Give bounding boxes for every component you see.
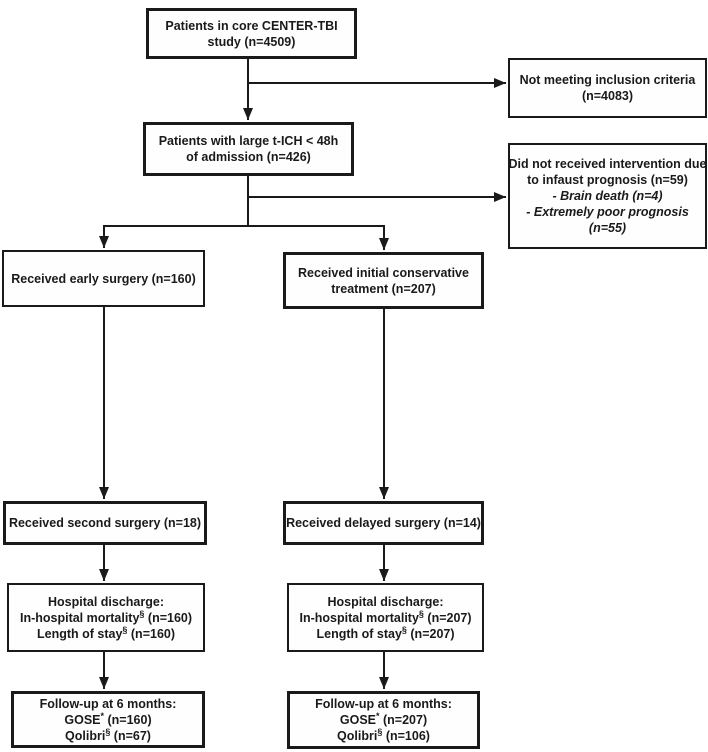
box-text-line: treatment (n=207) (331, 281, 436, 296)
box-not-meeting-criteria: Not meeting inclusion criteria (n=4083) (508, 58, 707, 118)
box-text-line: Received second surgery (n=18) (8, 516, 202, 530)
superscript-marker: § (401, 624, 407, 635)
superscript-marker: § (105, 726, 111, 737)
box-text-line: Received delayed surgery (n=14) (286, 516, 481, 530)
box-second-surgery: Received second surgery (n=18) (3, 501, 207, 545)
box-text-line: GOSE* (n=207) (339, 710, 428, 727)
box-text-line: (n=55) (588, 221, 627, 235)
box-text-line: Follow-up at 6 months: (315, 697, 452, 711)
box-text-line: Not meeting inclusion criteria (519, 73, 696, 87)
superscript-marker: * (100, 710, 105, 721)
box-no-intervention: Did not received intervention due to inf… (508, 143, 707, 249)
box-large-tich: Patients with large t-ICH < 48h of admis… (143, 122, 354, 176)
box-text-line: Qolibri§ (n=106) (337, 726, 430, 743)
superscript-marker: * (376, 710, 380, 721)
box-text-line: of admission (n=426) (186, 150, 311, 164)
box-text-line: Length of stay§ (n=160) (36, 624, 176, 641)
box-followup-left: Follow-up at 6 months: GOSE* (n=160) Qol… (11, 691, 205, 748)
box-text-line: Received initial conservative (298, 265, 469, 280)
box-text-line: Hospital discharge: (327, 594, 444, 609)
box-text-line: Patients with large t-ICH < 48h (158, 134, 339, 148)
box-conservative-treatment: Received initial conservative treatment … (283, 252, 484, 309)
box-text-line: Received early surgery (n=160) (11, 271, 196, 286)
superscript-marker: § (139, 608, 145, 619)
box-text-line: Follow-up at 6 months: (39, 696, 177, 711)
box-text-line: Patients in core CENTER-TBI (165, 18, 338, 33)
box-text-line: Qolibri§ (n=67) (65, 726, 151, 743)
box-discharge-left: Hospital discharge: In-hospital mortalit… (7, 583, 205, 652)
box-text-line: - Brain death (n=4) (552, 189, 663, 203)
superscript-marker: § (418, 608, 424, 619)
box-text-line: In-hospital mortality§ (n=207) (299, 608, 472, 625)
box-core-study: Patients in core CENTER-TBI study (n=450… (146, 8, 357, 59)
box-text-line: Hospital discharge: (48, 594, 164, 609)
box-text-line: (n=4083) (581, 89, 634, 103)
box-text-line: to infaust prognosis (n=59) (527, 173, 688, 187)
box-delayed-surgery: Received delayed surgery (n=14) (283, 501, 484, 545)
superscript-marker: § (122, 624, 128, 635)
box-text-line: Did not received intervention due (508, 157, 707, 171)
box-early-surgery: Received early surgery (n=160) (2, 250, 205, 307)
box-discharge-right: Hospital discharge: In-hospital mortalit… (287, 583, 484, 652)
box-text-line: Length of stay§ (n=207) (316, 624, 455, 641)
box-text-line: study (n=4509) (207, 34, 296, 49)
box-text-line: - Extremely poor prognosis (526, 205, 689, 219)
box-text-line: GOSE* (n=160) (64, 710, 152, 727)
box-text-line: In-hospital mortality§ (n=160) (19, 608, 193, 625)
box-followup-right: Follow-up at 6 months: GOSE* (n=207) Qol… (287, 691, 480, 749)
superscript-marker: § (377, 726, 383, 737)
